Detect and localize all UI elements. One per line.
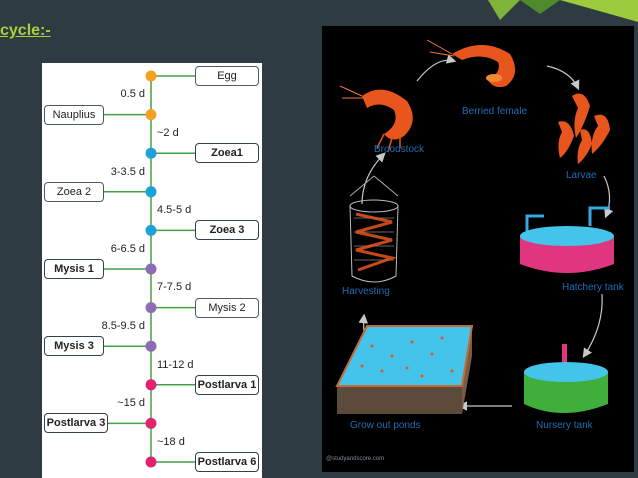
stage-node [145, 340, 157, 352]
stage-mysis1: Mysis 1 [44, 259, 104, 279]
slide-title: cycle:- [0, 22, 51, 39]
duration-label: 6-6.5 d [110, 242, 145, 255]
stage-postlarva6: Postlarva 6 [195, 452, 259, 472]
stage-node [145, 417, 157, 429]
label-larvae: Larvae [566, 170, 597, 181]
stage-zoea2: Zoea 2 [44, 181, 104, 202]
stage-node [145, 456, 157, 468]
stage-node [145, 109, 157, 121]
duration-label: 8.5-9.5 d [101, 319, 145, 332]
stage-node [145, 224, 157, 236]
larvae-icon [558, 93, 610, 164]
duration-label: ~18 d [157, 435, 185, 448]
duration-label: 7-7.5 d [157, 281, 192, 294]
stage-zoea1: Zoea1 [195, 143, 259, 164]
stage-node [145, 379, 157, 391]
label-grow-out-ponds: Grow out ponds [350, 420, 421, 431]
label-hatchery-tank: Hatchery tank [562, 282, 624, 293]
broodstock-shrimp-icon [339, 85, 413, 153]
stage-node [145, 186, 157, 198]
duration-label: ~2 d [157, 126, 179, 139]
culture-cycle-panel: Berried female Broodstock Larvae Hatcher… [322, 26, 634, 472]
duration-label: 4.5-5 d [157, 204, 192, 217]
harvesting-net-icon [349, 175, 399, 283]
label-berried-female: Berried female [462, 106, 528, 117]
duration-label: 11-12 d [157, 358, 194, 371]
stage-mysis2: Mysis 2 [195, 297, 259, 318]
grow-out-pond-icon [335, 325, 474, 414]
stage-node [145, 70, 157, 82]
duration-label: ~15 d [117, 397, 145, 410]
hatchery-tank-icon [520, 206, 614, 273]
berried-female-shrimp-icon [426, 39, 516, 88]
stage-postlarva3: Postlarva 3 [44, 413, 108, 434]
stage-egg: Egg [195, 66, 259, 86]
stage-timeline [104, 70, 195, 468]
duration-label: 3-3.5 d [110, 165, 145, 178]
stage-node [145, 147, 157, 159]
stage-zoea3: Zoea 3 [195, 220, 259, 241]
duration-label: 0.5 d [120, 88, 145, 101]
image-credit: @studyandscore.com [326, 456, 385, 462]
nursery-tank-icon [524, 344, 608, 413]
label-nursery-tank: Nursery tank [536, 420, 593, 431]
label-broodstock: Broodstock [374, 144, 425, 155]
stage-nauplius: Nauplius [44, 104, 104, 125]
life-stage-panel: Egg Nauplius Zoea1 Zoea 2 Zoea 3 Mysis 1… [42, 63, 262, 478]
culture-cycle-illustration [335, 39, 614, 414]
stage-node [145, 302, 157, 314]
stage-postlarva1: Postlarva 1 [195, 374, 259, 395]
stage-node [145, 263, 157, 275]
label-harvesting: Harvesting [342, 286, 390, 297]
stage-mysis3: Mysis 3 [44, 336, 104, 357]
